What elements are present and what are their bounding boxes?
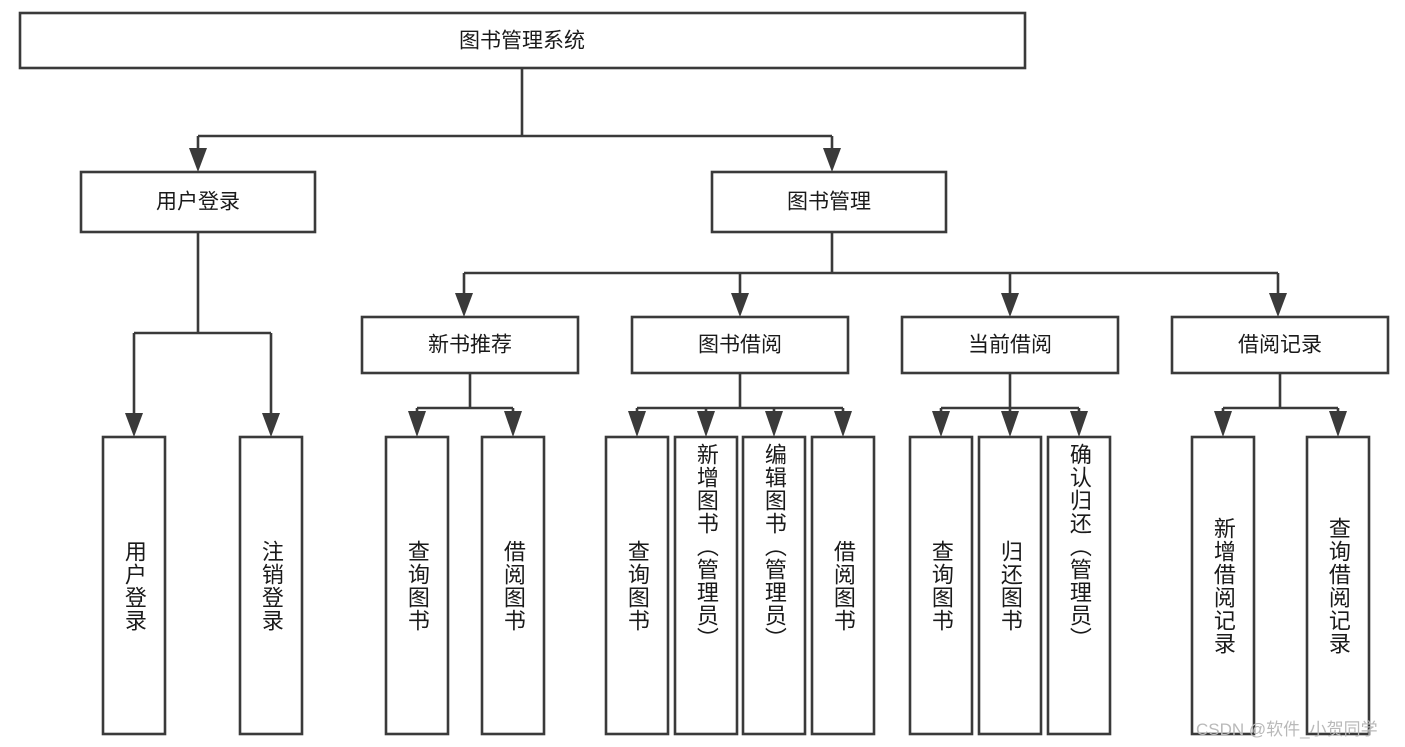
node-leaf-logout-box[interactable] [238, 435, 304, 736]
arrow-head-leaf-query-book-2 [628, 411, 646, 437]
arrow-head-user-login [189, 148, 207, 172]
node-leaf-query-book-2-box[interactable] [604, 435, 670, 736]
node-leaf-add-record-box[interactable] [1190, 435, 1256, 736]
arrow-head-leaf-query-book-3 [932, 411, 950, 437]
arrow-head-borrow-record [1269, 293, 1287, 317]
node-leaf-query-book-3-box[interactable] [908, 435, 974, 736]
node-leaf-add-book-box[interactable] [673, 435, 739, 736]
node-user-login-box[interactable] [79, 170, 317, 234]
node-leaf-confirm-return-box[interactable] [1046, 435, 1112, 736]
node-leaf-return-book-box[interactable] [977, 435, 1043, 736]
arrow-head-leaf-borrow-book-1 [504, 411, 522, 437]
node-book-manage-box[interactable] [710, 170, 948, 234]
node-book-borrow-label: 图书借阅 [698, 334, 782, 357]
node-borrow-record-box[interactable] [1170, 315, 1390, 375]
node-leaf-query-record-box[interactable] [1305, 435, 1371, 736]
node-root-box[interactable] [18, 11, 1027, 70]
arrow-head-leaf-query-record [1329, 411, 1347, 437]
arrow-head-leaf-add-record [1214, 411, 1232, 437]
node-layer: 图书管理系统 用户登录 图书管理 新书推荐 图书借阅 当前借阅 借阅记录 [18, 11, 1390, 736]
arrow-head-new-book-rec [455, 293, 473, 317]
node-book-borrow-box[interactable] [630, 315, 850, 375]
arrow-head-book-manage [823, 148, 841, 172]
node-user-login-label: 用户登录 [156, 191, 240, 214]
node-leaf-query-book-1-box[interactable] [384, 435, 450, 736]
arrow-head-leaf-borrow-book-2 [834, 411, 852, 437]
arrow-head-leaf-logout [262, 413, 280, 437]
node-new-book-rec-label: 新书推荐 [428, 334, 512, 357]
node-book-manage-label: 图书管理 [787, 191, 871, 214]
arrow-head-leaf-query-book-1 [408, 411, 426, 437]
node-root-label: 图书管理系统 [459, 30, 585, 53]
node-current-borrow-box[interactable] [900, 315, 1120, 375]
arrow-head-leaf-confirm-return [1070, 411, 1088, 437]
node-new-book-rec-box[interactable] [360, 315, 580, 375]
node-borrow-record-label: 借阅记录 [1238, 334, 1322, 357]
arrow-head-leaf-add-book [697, 411, 715, 437]
connector-layer [125, 68, 1347, 437]
node-leaf-user-login-box[interactable] [101, 435, 167, 736]
node-leaf-borrow-book-1-box[interactable] [480, 435, 546, 736]
arrow-head-leaf-user-login [125, 413, 143, 437]
node-leaf-borrow-book-2-box[interactable] [810, 435, 876, 736]
node-current-borrow-label: 当前借阅 [968, 334, 1052, 357]
arrow-head-book-borrow [731, 293, 749, 317]
node-leaf-edit-book-box[interactable] [741, 435, 807, 736]
arrow-head-leaf-return-book [1001, 411, 1019, 437]
arrow-head-current-borrow [1001, 293, 1019, 317]
arrow-head-leaf-edit-book [765, 411, 783, 437]
